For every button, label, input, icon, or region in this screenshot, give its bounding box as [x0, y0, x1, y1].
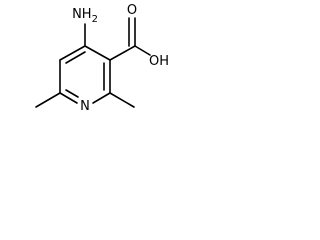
bond-n1-c6 — [59, 92, 78, 104]
structure-canvas: NH2 N O OH — [0, 0, 194, 138]
bond-c2-methyl — [109, 92, 135, 108]
bond-c2-n1 — [92, 92, 111, 104]
bond-c5-c4 — [59, 45, 86, 61]
amine-label: NH2 — [72, 7, 98, 25]
bond-c6-methyl — [35, 92, 61, 108]
carbonyl-oxygen-label: O — [127, 3, 137, 18]
bond-c4-c3 — [84, 45, 111, 61]
bond-n1-c6-inner — [65, 89, 79, 98]
hydroxyl-label: OH — [149, 54, 169, 69]
ring-nitrogen-label: N — [80, 99, 90, 114]
bond-c3-carboxyl — [109, 45, 136, 61]
bond-c-oh — [134, 45, 151, 56]
molecule-drawing: NH2 N O OH — [35, 3, 169, 114]
bond-c5-c4-inner — [65, 51, 86, 64]
